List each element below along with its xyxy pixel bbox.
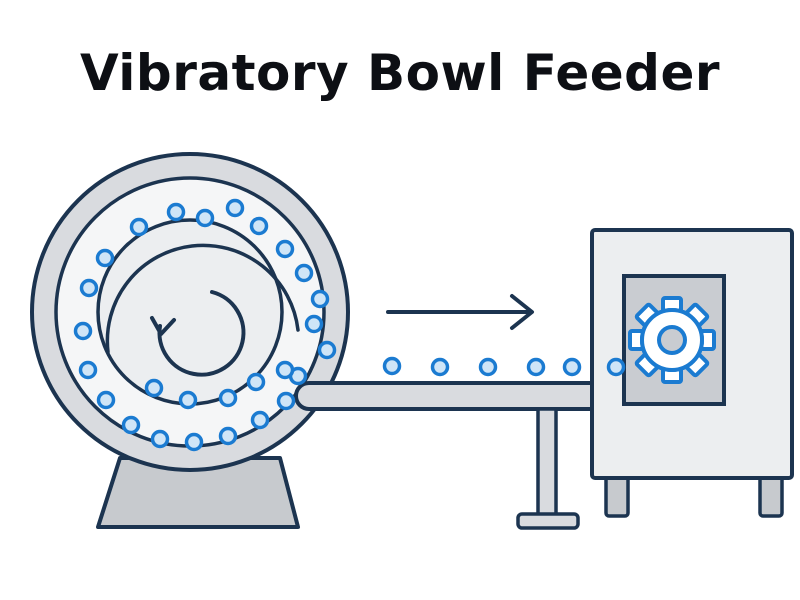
- feed-part: [526, 357, 546, 377]
- feed-part: [562, 357, 582, 377]
- feed-part: [73, 321, 93, 341]
- feed-part: [129, 217, 149, 237]
- machine-leg-left: [604, 472, 630, 518]
- feed-part: [96, 390, 116, 410]
- rotation-arrow-icon: [150, 290, 246, 377]
- feed-part: [195, 208, 215, 228]
- machine-leg-right: [758, 472, 784, 518]
- flow-arrow-icon: [386, 294, 534, 330]
- feed-part: [218, 426, 238, 446]
- feed-part: [246, 372, 266, 392]
- feed-part: [430, 357, 450, 377]
- feed-part: [606, 357, 626, 377]
- feed-part: [310, 289, 330, 309]
- feed-part: [178, 390, 198, 410]
- feed-part: [78, 360, 98, 380]
- feed-part: [304, 314, 324, 334]
- chute-support-post: [536, 407, 558, 518]
- feed-part: [144, 378, 164, 398]
- feed-part: [276, 391, 296, 411]
- feed-part: [166, 202, 186, 222]
- feed-part: [95, 248, 115, 268]
- spiral-track-line: [105, 243, 300, 354]
- parts-layer: [73, 198, 626, 452]
- feed-part: [294, 263, 314, 283]
- feed-part: [382, 356, 402, 376]
- feed-part: [225, 198, 245, 218]
- feed-part: [150, 429, 170, 449]
- chute-support-foot: [516, 512, 580, 530]
- feed-part: [275, 360, 295, 380]
- feed-part: [121, 415, 141, 435]
- feed-part: [250, 410, 270, 430]
- diagram-title: Vibratory Bowl Feeder: [79, 44, 721, 102]
- feed-part: [478, 357, 498, 377]
- gear-icon: [628, 296, 716, 384]
- feed-part: [249, 216, 269, 236]
- feed-part: [218, 388, 238, 408]
- feed-part: [275, 239, 295, 259]
- feed-part: [184, 432, 204, 452]
- feed-part: [317, 340, 337, 360]
- feed-part: [79, 278, 99, 298]
